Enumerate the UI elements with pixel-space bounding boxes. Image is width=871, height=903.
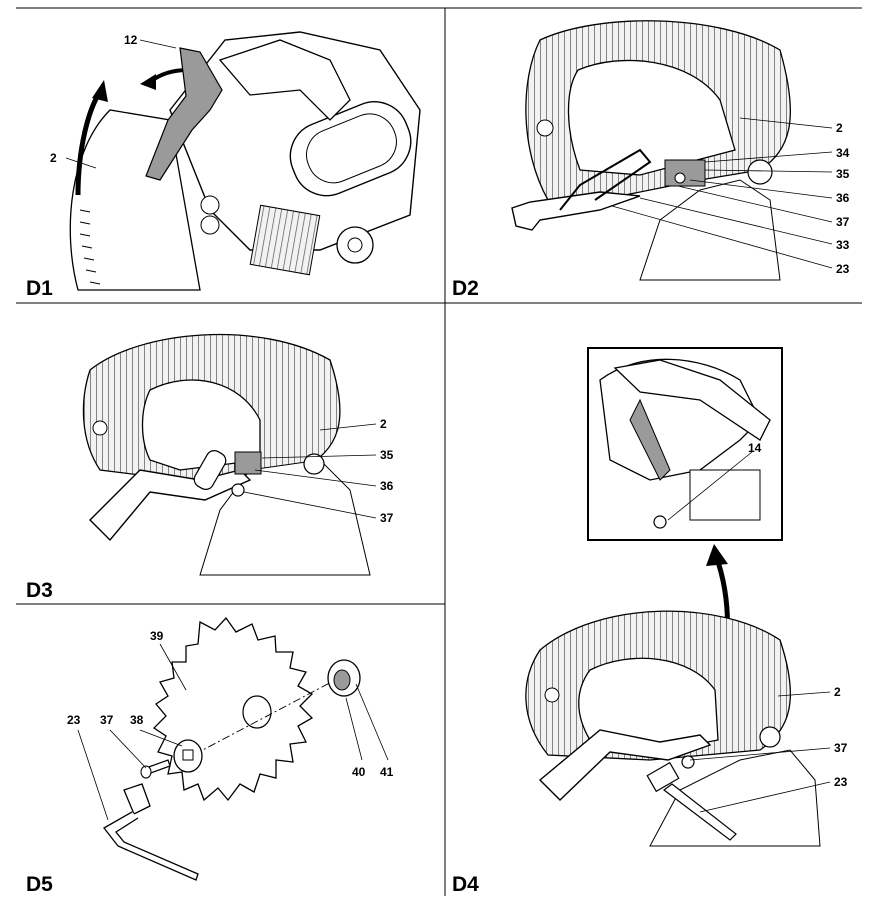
- panel-label-d3: D3: [26, 579, 53, 602]
- d4-callout-37: 37: [834, 741, 848, 755]
- d3-callout-37: 37: [380, 511, 394, 525]
- d1-callout-12: 12: [124, 33, 138, 47]
- panel-d2-illustration: 2 34 35 36 37 33 23: [511, 20, 850, 281]
- panel-label-d1: D1: [26, 277, 53, 300]
- d2-callout-2: 2: [836, 121, 843, 135]
- d2-callout-33: 33: [836, 238, 850, 252]
- d5-callout-39: 39: [150, 629, 164, 643]
- d5-callout-41: 41: [380, 765, 394, 779]
- panel-label-d2: D2: [452, 277, 479, 300]
- panel-d3-illustration: 2 35 36 37: [82, 333, 394, 576]
- d1-callout-2: 2: [50, 151, 57, 165]
- panel-dividers: [16, 7, 862, 896]
- d2-callout-35: 35: [836, 167, 850, 181]
- d2-callout-23: 23: [836, 262, 850, 276]
- d5-callout-38: 38: [130, 713, 144, 727]
- panel-d5-illustration: 39 23 37 38 40 41: [67, 616, 394, 881]
- d4-callout-2: 2: [834, 685, 841, 699]
- d4-callout-14: 14: [748, 441, 762, 455]
- d3-callout-35: 35: [380, 448, 394, 462]
- panel-label-d5: D5: [26, 873, 53, 896]
- d5-callout-37: 37: [100, 713, 114, 727]
- d2-callout-36: 36: [836, 191, 850, 205]
- d2-callout-34: 34: [836, 146, 850, 160]
- d4-callout-23: 23: [834, 775, 848, 789]
- d5-callout-40: 40: [352, 765, 366, 779]
- panel-label-d4: D4: [452, 873, 479, 896]
- panel-d4-illustration: 14 2 37 23: [525, 347, 848, 847]
- panel-d1-illustration: 12 2: [50, 31, 421, 291]
- d3-callout-36: 36: [380, 479, 394, 493]
- d2-callout-37: 37: [836, 215, 850, 229]
- d5-callout-23: 23: [67, 713, 81, 727]
- d3-callout-2: 2: [380, 417, 387, 431]
